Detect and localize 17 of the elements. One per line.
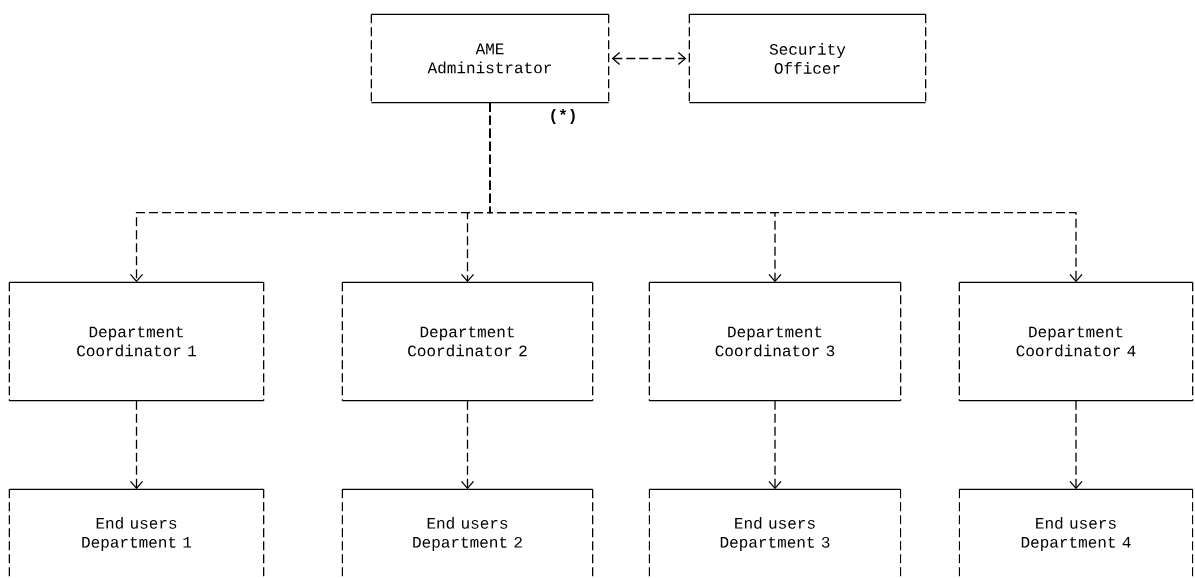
box: Department Coordinator 4 xyxy=(958,281,1194,402)
note-mark: (*) xyxy=(551,109,575,124)
arrow xyxy=(1069,400,1083,490)
box: End users Department 3 xyxy=(648,488,902,578)
arrow xyxy=(489,102,1083,283)
box: Department Coordinator 1 xyxy=(8,281,265,402)
box: Department Coordinator 2 xyxy=(341,281,594,402)
box: Security Officer xyxy=(688,13,927,104)
arrow xyxy=(460,400,475,490)
arrow xyxy=(768,400,782,490)
box: End users Department 1 xyxy=(8,488,265,578)
arrow xyxy=(129,400,144,490)
arrow xyxy=(611,51,687,66)
box: Department Coordinator 3 xyxy=(648,281,902,402)
box: AME Administrator xyxy=(370,13,610,104)
box: End users Department 4 xyxy=(958,488,1194,578)
box: End users Department 2 xyxy=(341,488,594,578)
